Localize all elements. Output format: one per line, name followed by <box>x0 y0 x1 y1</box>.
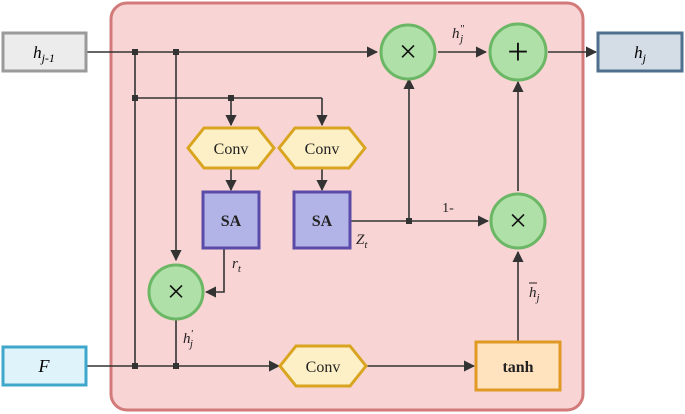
sa-left-label: SA <box>221 213 242 230</box>
junction-dot <box>132 49 138 55</box>
junction-dot <box>406 218 412 224</box>
junction-dot <box>132 95 138 101</box>
junction-dots <box>132 49 412 369</box>
tanh-label: tanh <box>502 359 533 376</box>
input-h-prev: hj-1 <box>1 31 88 73</box>
junction-dot <box>132 363 138 369</box>
add-node: + <box>488 22 548 82</box>
f-label: F <box>38 356 51 376</box>
multiply-icon: × <box>167 273 185 309</box>
add-icon: + <box>507 31 528 73</box>
svg-text:hj: hj <box>634 43 647 65</box>
conv-bottom-label: Conv <box>306 359 341 376</box>
z-t-label: Zt <box>356 232 368 251</box>
h-prev-subscript: j-1 <box>40 51 55 65</box>
multiply-icon: × <box>509 202 527 238</box>
h-prime-label: h'j <box>183 328 194 350</box>
conv-left: Conv <box>186 126 276 170</box>
multiply-right: × <box>489 192 547 250</box>
sa-right: SA <box>292 190 352 250</box>
conv-left-label: Conv <box>214 141 249 158</box>
h-prev-label: h <box>33 43 42 62</box>
svg-text:hj: hj <box>529 285 540 304</box>
conv-bottom: Conv <box>278 344 368 388</box>
multiply-top: × <box>379 23 437 81</box>
svg-text:hj-1: hj-1 <box>33 43 55 65</box>
multiply-lower: × <box>147 263 205 321</box>
h-double-prime-label: h"j <box>452 23 465 45</box>
junction-dot <box>173 49 179 55</box>
one-minus-label: 1- <box>442 201 454 216</box>
sa-left: SA <box>201 190 261 250</box>
r-t-label: rt <box>232 256 242 275</box>
connections <box>86 46 598 372</box>
h-bar-label: hj <box>529 282 540 304</box>
sa-right-label: SA <box>312 213 333 230</box>
multiply-icon: × <box>399 33 417 69</box>
tanh-block: tanh <box>474 340 562 392</box>
output-subscript: j <box>641 51 647 65</box>
input-f: F <box>1 345 88 387</box>
junction-dot <box>228 95 234 101</box>
conv-right: Conv <box>277 126 367 170</box>
conv-right-label: Conv <box>305 141 340 158</box>
junction-dot <box>173 363 179 369</box>
output-h: hj <box>596 31 684 73</box>
output-label: h <box>634 43 643 62</box>
